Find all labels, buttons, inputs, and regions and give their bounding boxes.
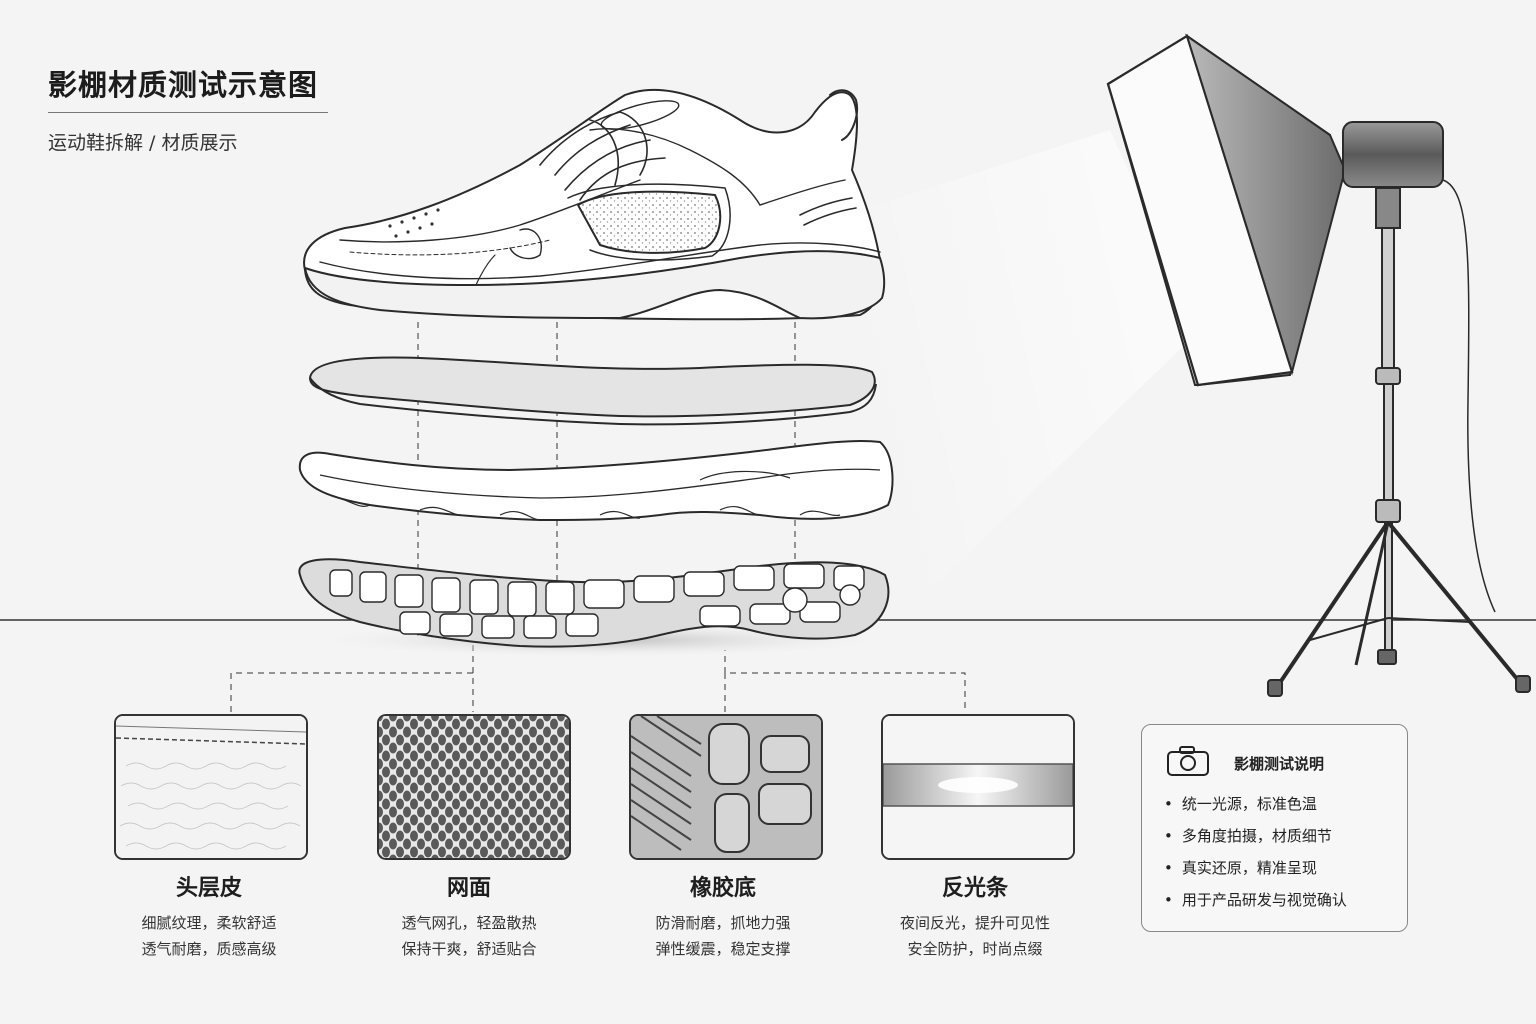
info-item: 统一光源，标准色温 (1164, 793, 1317, 814)
insole-layer (308, 356, 877, 426)
material-desc-leather-2: 透气耐磨，质感高级 (141, 940, 277, 958)
material-desc-reflective-2: 安全防护，时尚点缀 (907, 940, 1043, 958)
material-name-mesh: 网面 (446, 876, 491, 901)
info-item: 用于产品研发与视觉确认 (1164, 889, 1347, 910)
title-divider (48, 112, 328, 113)
material-desc-mesh-2: 保持干爽，舒适贴合 (401, 940, 537, 958)
softbox-light (1106, 33, 1496, 613)
studio-info-panel: 影棚测试说明 统一光源，标准色温 多角度拍摄，材质细节 真实还原，精准呈现 用于… (1141, 724, 1408, 932)
material-desc-rubber-2: 弹性缓震，稳定支撑 (655, 940, 791, 958)
reflective-texture-card (881, 714, 1075, 860)
info-item: 多角度拍摄，材质细节 (1164, 825, 1332, 846)
material-desc-leather-1: 细腻纹理，柔软舒适 (141, 914, 277, 932)
light-stand (1267, 227, 1531, 697)
rubber-texture-card (629, 714, 823, 860)
mesh-texture-card (377, 714, 571, 860)
info-panel-title: 影棚测试说明 (1234, 755, 1325, 773)
midsole-layer (298, 439, 894, 522)
material-name-rubber: 橡胶底 (689, 876, 756, 901)
material-desc-mesh-1: 透气网孔，轻盈散热 (401, 914, 537, 932)
camera-icon (1167, 746, 1209, 776)
shoe-sole-attached (303, 250, 886, 320)
outsole-layer (298, 558, 900, 658)
material-name-leather: 头层皮 (175, 876, 242, 901)
material-desc-reflective-1: 夜间反光，提升可见性 (899, 914, 1050, 932)
material-name-reflective: 反光条 (941, 876, 1008, 901)
material-desc-rubber-1: 防滑耐磨，抓地力强 (655, 914, 791, 932)
leather-texture-card (114, 714, 308, 860)
info-item: 真实还原，精准呈现 (1164, 857, 1317, 878)
light-beam (830, 130, 1200, 620)
page-subtitle: 运动鞋拆解 / 材质展示 (48, 132, 238, 154)
page-title: 影棚材质测试示意图 (48, 68, 319, 102)
